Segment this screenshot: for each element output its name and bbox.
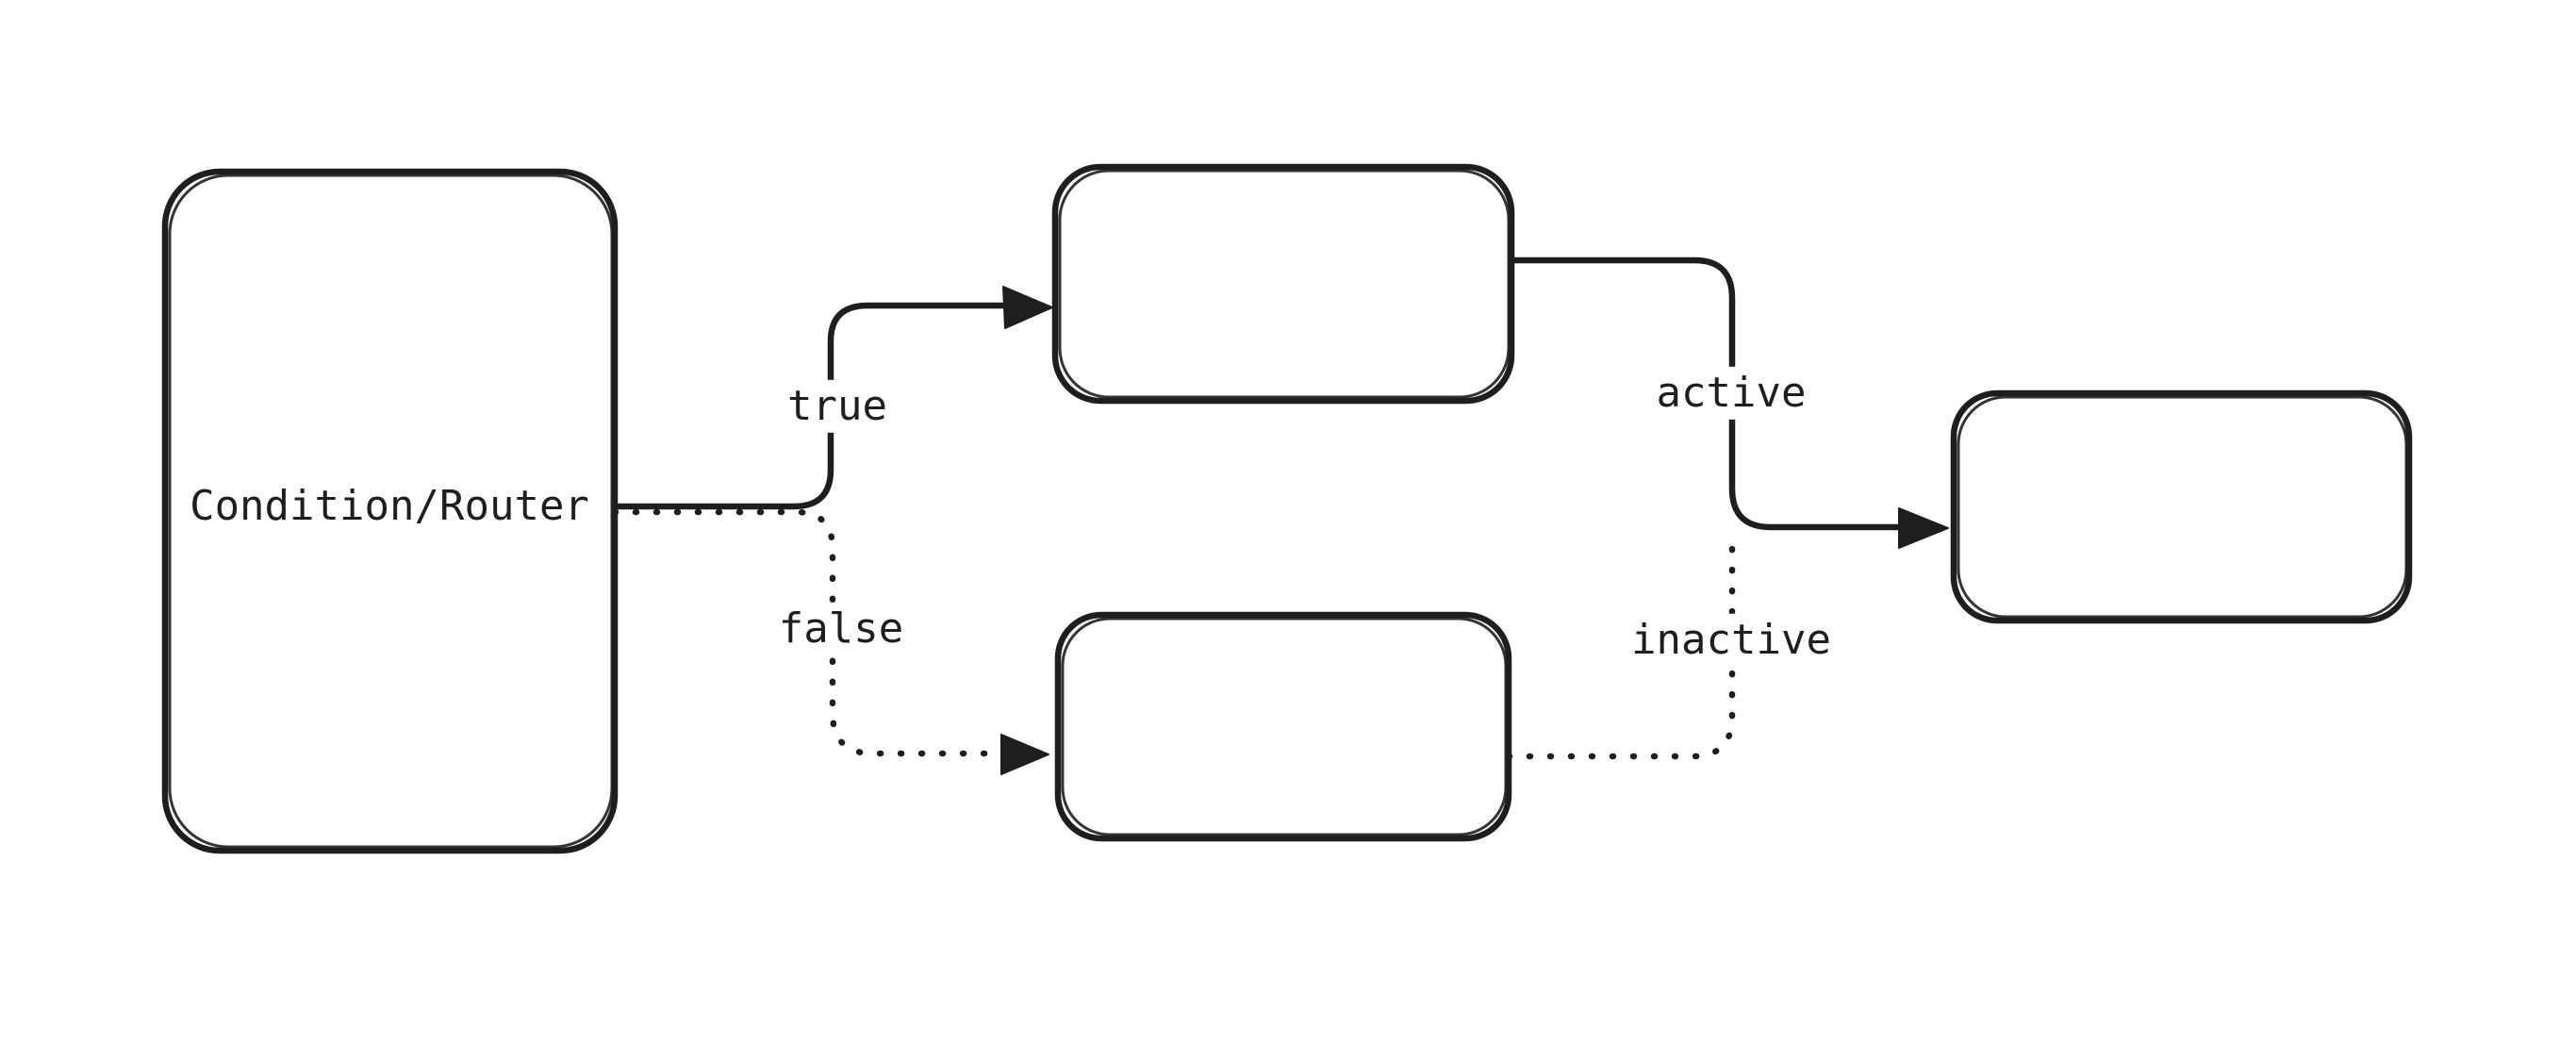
edge-label-inactive[interactable]: inactive <box>1624 613 1839 668</box>
node-condition-router-shape-echo <box>168 174 614 849</box>
node-false-target-shape-echo <box>1061 617 1508 836</box>
arrowhead-false-icon <box>1000 734 1049 775</box>
node-output-shape[interactable] <box>1950 389 2413 624</box>
node-condition-router[interactable] <box>161 168 619 854</box>
node-false-target[interactable] <box>1054 611 1512 842</box>
edge-label-true[interactable]: true <box>780 379 895 434</box>
node-true-target-shape[interactable] <box>1051 163 1515 405</box>
node-false-target-shape[interactable] <box>1054 611 1512 842</box>
node-true-target-shape-echo <box>1058 169 1511 399</box>
edge-label-false[interactable]: false <box>770 602 912 656</box>
arrowhead-true-icon <box>1002 286 1053 329</box>
edge-inactive-path[interactable] <box>1505 528 1736 760</box>
node-condition-router-label[interactable]: Condition/Router <box>190 481 589 530</box>
edge-label-active[interactable]: active <box>1648 366 1814 421</box>
node-condition-router-shape[interactable] <box>161 168 619 854</box>
arrowhead-active-icon <box>1898 507 1949 549</box>
node-output[interactable] <box>1950 389 2413 624</box>
edge-inactive[interactable] <box>1505 528 1736 760</box>
edge-false[interactable] <box>611 508 1049 775</box>
node-true-target[interactable] <box>1051 163 1515 405</box>
node-output-shape-echo <box>1957 395 2408 619</box>
